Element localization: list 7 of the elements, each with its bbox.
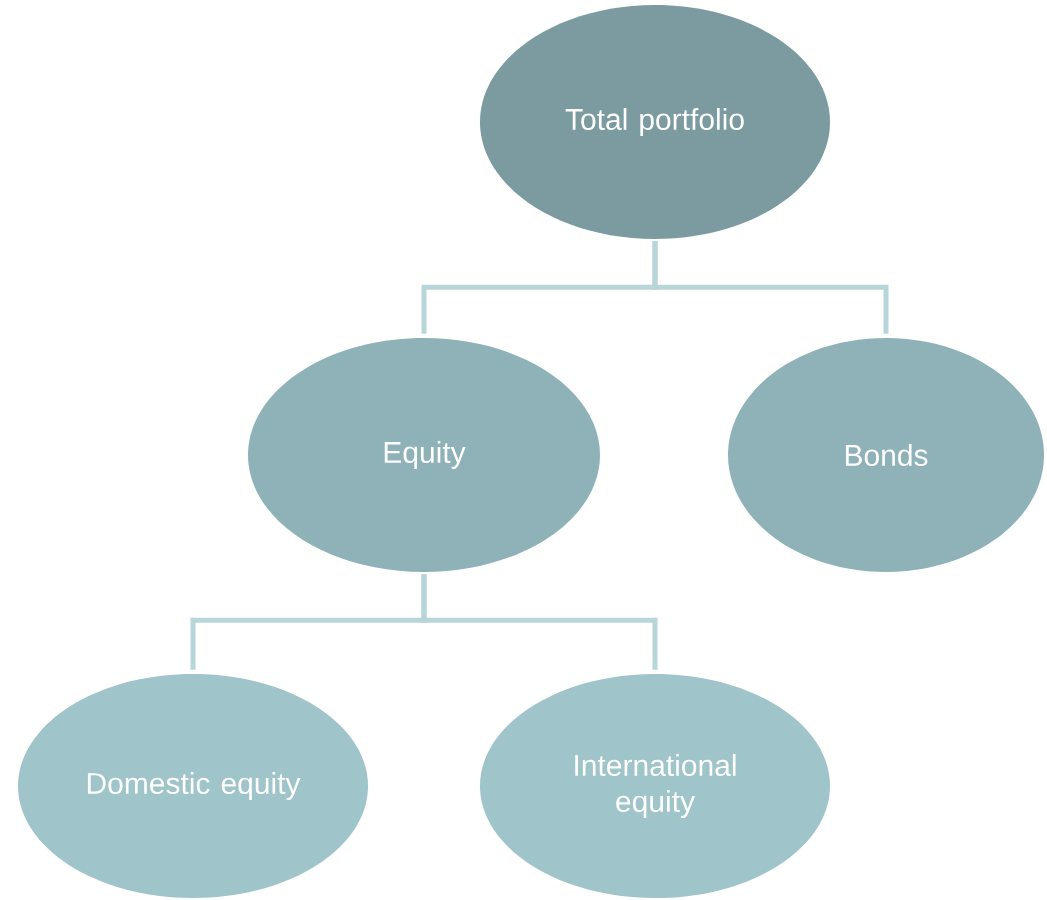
ellipse-node: Total portfolio bbox=[480, 5, 830, 239]
connector-line bbox=[652, 241, 889, 334]
connector-line bbox=[421, 574, 658, 670]
ellipse-node: Domestic equity bbox=[18, 674, 368, 898]
ellipse-node: International equity bbox=[480, 674, 830, 898]
ellipse-node: Bonds bbox=[728, 338, 1044, 572]
ellipse-node: Equity bbox=[248, 338, 600, 572]
